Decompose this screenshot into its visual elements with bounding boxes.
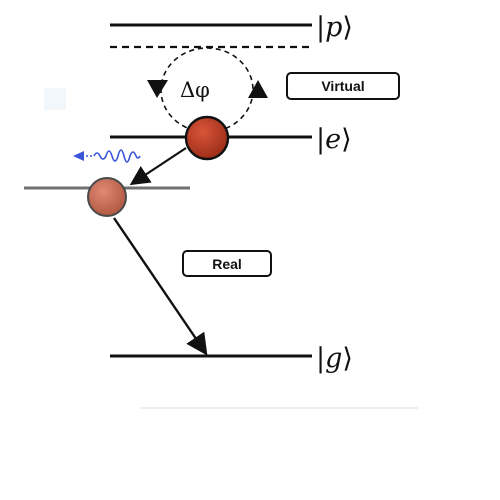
ket-e-label: |e⟩ [316, 124, 352, 155]
decay-arrow-e-to-intermediate [129, 147, 187, 186]
real-label-box [182, 250, 272, 277]
ket-g-label: |g⟩ [316, 343, 353, 374]
background-artifact [44, 88, 66, 110]
real-label: Real [212, 256, 242, 272]
decay-arrow-intermediate-to-g [113, 217, 208, 356]
intermediate-particle [87, 177, 127, 217]
photon-arrow-icon [73, 151, 84, 161]
ket-p-label: |p⟩ [316, 12, 353, 43]
phase-difference-label: Δφ [180, 78, 210, 102]
photon-wave-icon [93, 149, 141, 163]
virtual-label-box [286, 72, 400, 100]
phase-right-arrow-icon [248, 80, 268, 98]
virtual-label: Virtual [321, 78, 364, 94]
excited-particle [184, 115, 230, 161]
phase-left-arrow-icon [147, 80, 168, 98]
